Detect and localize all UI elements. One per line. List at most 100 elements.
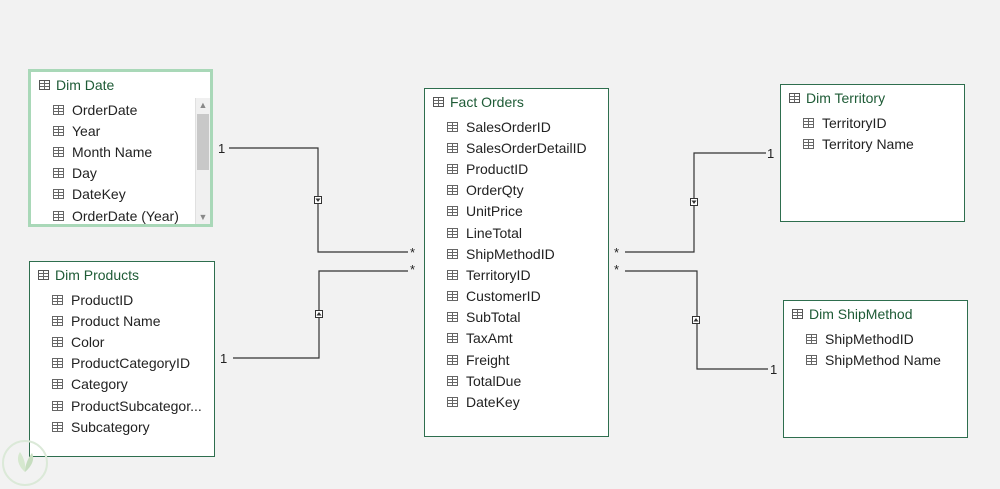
field-row[interactable]: SubTotal — [425, 307, 608, 328]
cardinality-many-label: * — [410, 262, 416, 277]
field-row[interactable]: ProductID — [30, 289, 214, 310]
field-row[interactable]: SalesOrderDetailID — [425, 137, 608, 158]
field-row[interactable]: ProductID — [425, 158, 608, 179]
column-icon — [806, 354, 817, 365]
field-row[interactable]: TaxAmt — [425, 328, 608, 349]
column-icon — [52, 400, 63, 411]
field-row[interactable]: DateKey — [425, 391, 608, 412]
field-row[interactable]: Subcategory — [30, 416, 214, 437]
table-title: Dim Date — [56, 77, 115, 93]
field-name: OrderDate — [72, 101, 138, 118]
cardinality-many-label: * — [614, 262, 620, 277]
field-row[interactable]: Color — [30, 331, 214, 352]
field-name: Day — [72, 165, 97, 182]
field-row[interactable]: Month Name — [31, 141, 196, 162]
field-row[interactable]: ShipMethod Name — [784, 349, 967, 370]
field-name: LineTotal — [466, 224, 523, 241]
field-row[interactable]: TotalDue — [425, 370, 608, 391]
column-icon — [447, 185, 458, 196]
field-row[interactable]: OrderDate (Year) — [31, 205, 196, 225]
field-row[interactable]: CustomerID — [425, 286, 608, 307]
field-name: Subcategory — [71, 418, 150, 435]
scroll-down-icon[interactable]: ▼ — [198, 212, 208, 222]
field-name: SubTotal — [466, 309, 521, 326]
field-row[interactable]: Category — [30, 374, 214, 395]
field-name: TerritoryID — [822, 114, 887, 131]
field-row[interactable]: Territory Name — [781, 133, 964, 154]
field-name: ProductID — [71, 291, 134, 308]
scroll-up-icon[interactable]: ▲ — [198, 100, 208, 110]
column-icon — [447, 375, 458, 386]
column-icon — [806, 333, 817, 344]
table-header[interactable]: Dim Territory — [781, 85, 964, 111]
field-row[interactable]: OrderQty — [425, 180, 608, 201]
field-name: SalesOrderDetailID — [466, 139, 587, 156]
field-row[interactable]: ProductCategoryID — [30, 353, 214, 374]
field-row[interactable]: Day — [31, 163, 196, 184]
cardinality-one-label: 1 — [220, 351, 228, 366]
field-row[interactable]: ShipMethodID — [784, 328, 967, 349]
field-name: Product Name — [71, 312, 161, 329]
table-header[interactable]: Dim ShipMethod — [784, 301, 967, 327]
field-name: OrderDate (Year) — [72, 207, 179, 224]
column-icon — [447, 397, 458, 408]
field-name: ProductSubcategor... — [71, 397, 202, 414]
scroll-thumb[interactable] — [197, 114, 209, 170]
field-row[interactable]: ShipMethodID — [425, 243, 608, 264]
table-icon — [792, 309, 803, 319]
column-icon — [53, 189, 64, 200]
cardinality-one-label: 1 — [218, 141, 226, 156]
field-name: ProductID — [466, 160, 529, 177]
column-icon — [447, 227, 458, 238]
field-row[interactable]: Product Name — [30, 310, 214, 331]
column-icon — [803, 117, 814, 128]
field-name: SalesOrderID — [466, 118, 551, 135]
field-row[interactable]: Year — [31, 120, 196, 141]
cardinality-many-label: * — [410, 245, 416, 260]
column-icon — [447, 291, 458, 302]
column-icon — [53, 104, 64, 115]
field-row[interactable]: TerritoryID — [781, 112, 964, 133]
field-name: Category — [71, 376, 128, 393]
field-name: Territory Name — [822, 135, 914, 152]
field-row[interactable]: ProductSubcategor... — [30, 395, 214, 416]
field-name: ShipMethodID — [825, 330, 914, 347]
table-header[interactable]: Dim Date — [31, 72, 210, 98]
filter-arrow-icon — [693, 318, 699, 322]
field-row[interactable]: UnitPrice — [425, 201, 608, 222]
table-header[interactable]: Fact Orders — [425, 89, 608, 115]
field-row[interactable]: SalesOrderID — [425, 116, 608, 137]
table-header[interactable]: Dim Products — [30, 262, 214, 288]
field-name: UnitPrice — [466, 203, 523, 220]
column-icon — [53, 125, 64, 136]
column-icon — [52, 421, 63, 432]
table-title: Dim Territory — [806, 90, 886, 106]
filter-arrow-icon — [316, 312, 322, 316]
cardinality-one-label: 1 — [767, 146, 775, 161]
column-icon — [52, 315, 63, 326]
field-name: TotalDue — [466, 372, 522, 389]
field-row[interactable]: Freight — [425, 349, 608, 370]
table-icon — [39, 80, 50, 90]
column-icon — [52, 336, 63, 347]
column-icon — [447, 248, 458, 259]
field-row[interactable]: OrderDate — [31, 99, 196, 120]
field-row[interactable]: LineTotal — [425, 222, 608, 243]
field-name: Freight — [466, 351, 510, 368]
column-icon — [447, 333, 458, 344]
column-icon — [447, 312, 458, 323]
column-icon — [447, 142, 458, 153]
table-title: Fact Orders — [450, 94, 524, 110]
field-row[interactable]: DateKey — [31, 184, 196, 205]
table-scrollbar[interactable]: ▲▼ — [195, 98, 210, 224]
cardinality-one-label: 1 — [770, 362, 778, 377]
column-icon — [52, 358, 63, 369]
filter-arrow-icon — [315, 198, 321, 202]
field-row[interactable]: TerritoryID — [425, 264, 608, 285]
